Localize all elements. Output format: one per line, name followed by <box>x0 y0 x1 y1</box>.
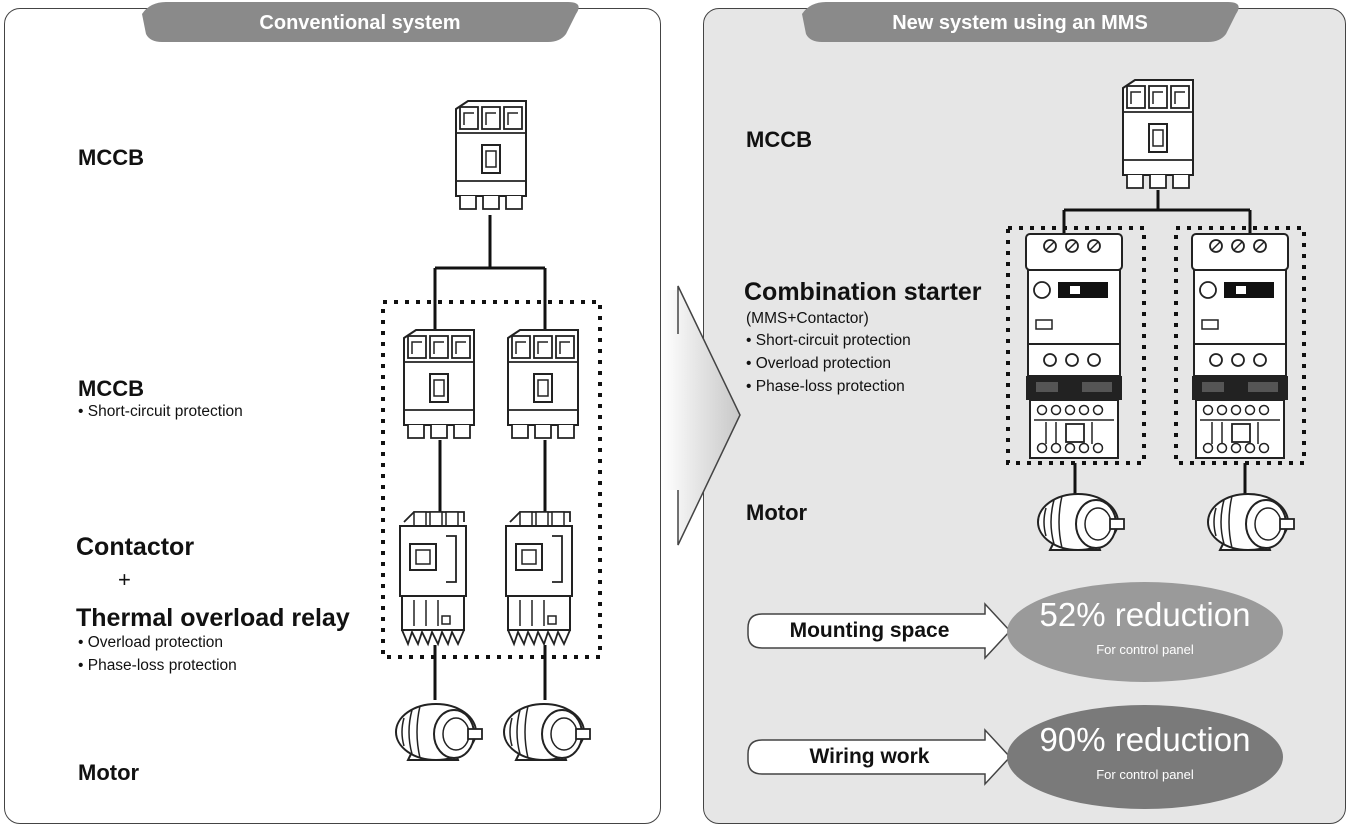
label-relay-bullet-2: • Phase-loss protection <box>78 657 237 674</box>
benefit-label-mounting-space: Mounting space <box>789 619 950 642</box>
label-mccb-right: MCCB <box>746 127 812 152</box>
label-thermal-overload-relay: Thermal overload relay <box>76 604 350 632</box>
mccb-breaker-icon <box>455 100 527 210</box>
label-motor-left: Motor <box>78 760 140 785</box>
label-motor-right: Motor <box>746 500 808 525</box>
benefit-note-mounting-space: For control panel <box>1096 642 1194 657</box>
left-wiring <box>433 215 547 700</box>
label-starter-bullet-3: • Phase-loss protection <box>746 378 905 395</box>
right-header-tab <box>802 2 1239 42</box>
benefit-note-wiring-work: For control panel <box>1096 767 1194 782</box>
benefit-value-wiring-work: 90% reduction <box>1039 721 1251 758</box>
label-starter-bullet-2: • Overload protection <box>746 355 892 372</box>
contactor-relay-icon <box>505 511 573 645</box>
label-starter-bullet-1: • Short-circuit protection <box>746 332 911 349</box>
combination-starter-icon <box>1191 233 1289 459</box>
label-relay-bullet-1: • Overload protection <box>78 634 224 651</box>
benefit-value-mounting-space: 52% reduction <box>1039 596 1251 633</box>
benefit-pill-wiring-work <box>747 728 1012 786</box>
label-combination-starter: Combination starter <box>744 278 982 306</box>
mccb-breaker-icon <box>403 329 475 439</box>
motor-icon <box>1207 493 1295 551</box>
starter-frame-2 <box>1174 226 1306 465</box>
right-header-title: New system using an MMS <box>892 12 1148 34</box>
benefit-oval-wiring-work <box>1007 705 1283 809</box>
left-header-tab <box>142 2 579 42</box>
motor-icon <box>503 703 591 761</box>
mccb-breaker-icon <box>507 329 579 439</box>
label-plus: + <box>118 567 131 592</box>
contactor-relay-icon <box>399 511 467 645</box>
motor-icon <box>395 703 483 761</box>
label-starter-sub: (MMS+Contactor) <box>746 310 869 327</box>
benefit-label-wiring-work: Wiring work <box>809 745 930 768</box>
label-mccb-top: MCCB <box>78 145 144 170</box>
arrow-right-icon <box>662 286 740 545</box>
left-header-title: Conventional system <box>259 12 461 34</box>
label-mccb-mid: MCCB <box>78 376 144 401</box>
combination-starter-icon <box>1025 233 1123 459</box>
motor-icon <box>1037 493 1125 551</box>
mccb-breaker-icon <box>1122 79 1194 189</box>
starter-frame-1 <box>1006 226 1146 465</box>
benefit-oval-mounting-space <box>1007 582 1283 682</box>
label-contactor: Contactor <box>76 533 195 561</box>
benefit-pill-mounting-space <box>747 602 1012 660</box>
label-mccb-mid-bullet-1: • Short-circuit protection <box>78 403 243 420</box>
